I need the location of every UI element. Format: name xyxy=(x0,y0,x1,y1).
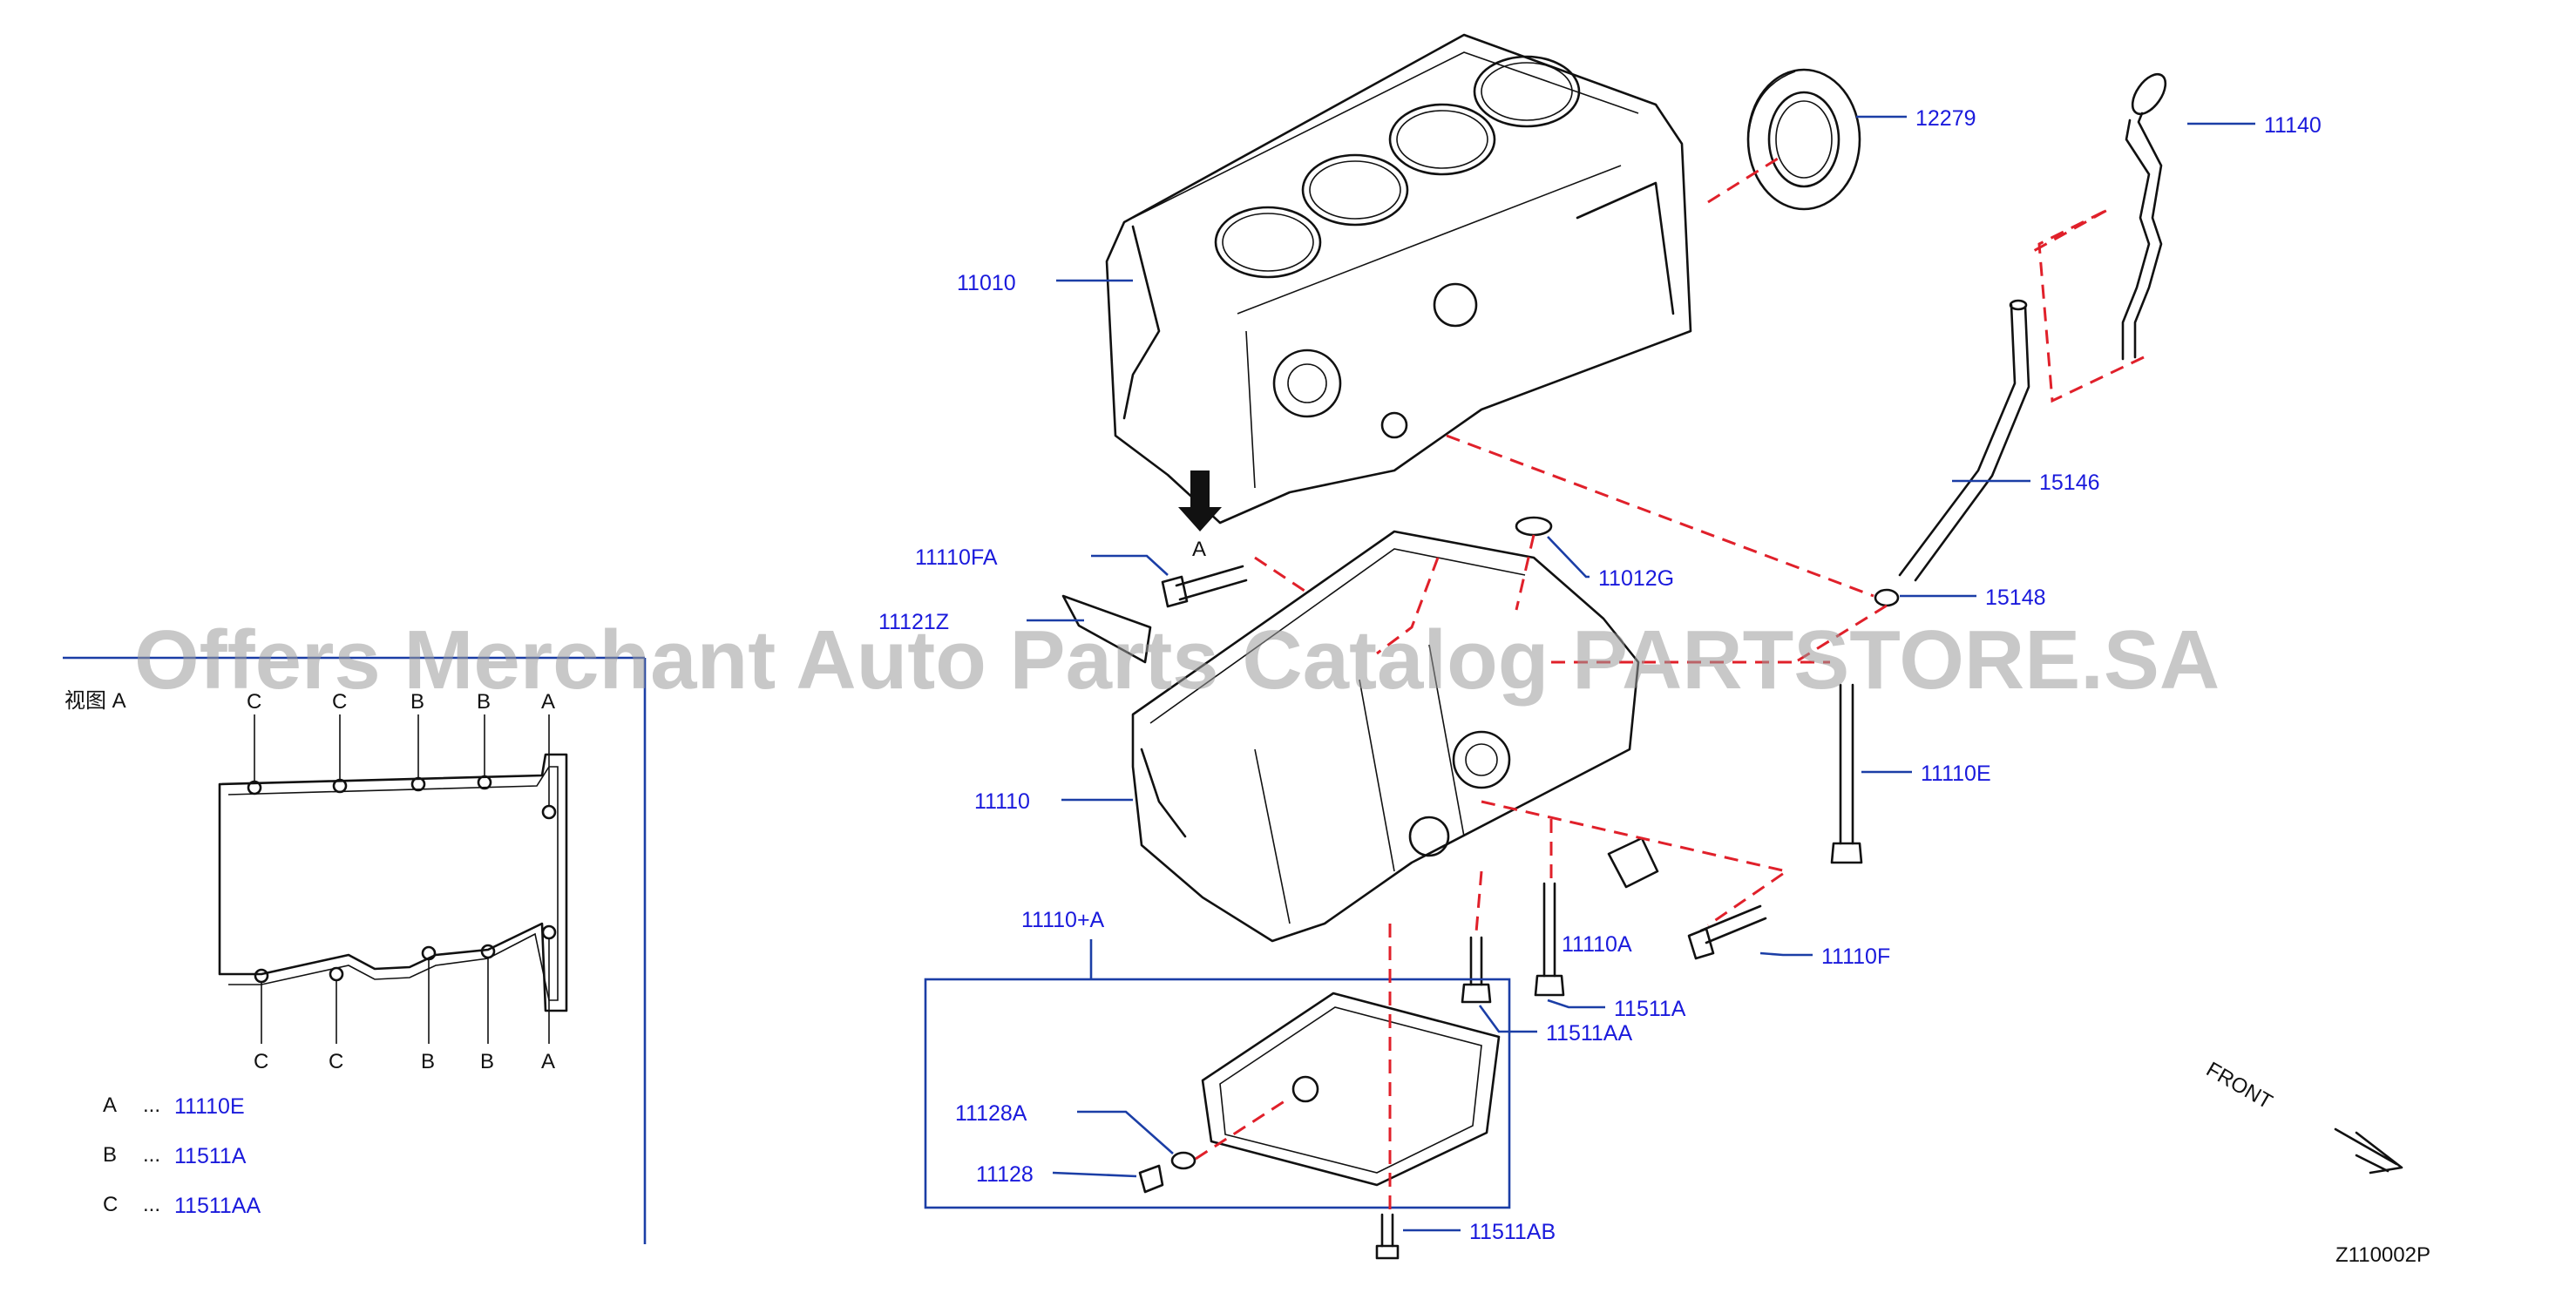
view-a-arrow: A xyxy=(1178,470,1222,561)
bolt-11110f[interactable] xyxy=(1687,904,1767,960)
bolt-11110fa[interactable] xyxy=(1161,565,1248,608)
legend-part[interactable]: 11511A xyxy=(174,1144,247,1168)
oil-pan[interactable] xyxy=(1201,992,1501,1187)
cylinder-bore-2 xyxy=(1301,153,1409,227)
callout-11110fa[interactable]: 11110FA xyxy=(915,545,998,570)
legend-separator: ... xyxy=(143,1193,160,1216)
bolt-11110e[interactable] xyxy=(1830,683,1863,864)
view-a-top-marker: B xyxy=(410,690,424,714)
view-a-gasket-inner xyxy=(227,766,559,1001)
view-a-marker-leaders xyxy=(254,714,550,1044)
lower-cylinder-block[interactable] xyxy=(1131,530,1640,943)
rear-oil-seal[interactable] xyxy=(1746,68,1861,211)
view-a-arrow-label: A xyxy=(1192,538,1206,561)
view-a-legend: A ... 11110E B ... 11511A C ... 11511AA xyxy=(103,1093,261,1218)
view-a-title: 视图 A xyxy=(64,689,126,713)
callout-11010[interactable]: 11010 xyxy=(957,271,1016,295)
callout-15148[interactable]: 15148 xyxy=(1985,586,2046,610)
oil-pan-kit-box xyxy=(924,978,1511,1209)
oil-level-gauge[interactable] xyxy=(2121,69,2172,361)
sealant-tube[interactable] xyxy=(1061,594,1152,664)
legend-key: B xyxy=(103,1143,117,1167)
bolt-11110a[interactable] xyxy=(1534,882,1565,997)
callout-11511aa[interactable]: 11511AA xyxy=(1546,1021,1632,1046)
legend-key: A xyxy=(103,1093,117,1117)
view-a-top-marker: C xyxy=(332,690,347,714)
view-a-top-marker: C xyxy=(247,690,261,714)
callout-11110f[interactable]: 11110F xyxy=(1821,944,1890,969)
bolt-11511aa[interactable] xyxy=(1461,936,1492,1004)
front-arrow-icon xyxy=(2334,1127,2403,1175)
callout-11511ab[interactable]: 11511AB xyxy=(1469,1220,1556,1244)
view-a-top-marker: B xyxy=(477,690,491,714)
drain-washer[interactable] xyxy=(1170,1151,1196,1170)
view-a-bottom-marker: C xyxy=(329,1050,343,1073)
callout-labels: 11010 12279 11140 15146 15148 11110FA 11… xyxy=(878,106,2322,1244)
leader-lines xyxy=(1027,115,2255,1232)
view-a-bottom-marker: B xyxy=(480,1050,494,1073)
o-ring-11012g[interactable] xyxy=(1515,516,1553,537)
cylinder-block[interactable] xyxy=(1105,33,1692,525)
legend-part[interactable]: 11110E xyxy=(174,1094,245,1119)
callout-11128a[interactable]: 11128A xyxy=(955,1101,1027,1126)
view-a-gasket-outline xyxy=(218,753,568,1012)
callout-12279[interactable]: 12279 xyxy=(1915,106,1976,131)
callout-15146[interactable]: 15146 xyxy=(2039,470,2100,495)
legend-separator: ... xyxy=(143,1143,160,1167)
view-a-bottom-marker: B xyxy=(421,1050,435,1073)
bolt-11511ab[interactable] xyxy=(1375,1213,1400,1260)
front-indicator: FRONT xyxy=(2202,1058,2403,1175)
o-ring-15148[interactable] xyxy=(1874,588,1900,607)
callout-11110e[interactable]: 11110E xyxy=(1921,762,1991,786)
cylinder-bore-1 xyxy=(1214,206,1322,279)
callout-11110-plus-a[interactable]: 11110+A xyxy=(1021,908,1105,932)
view-a-panel: 视图 A C C B xyxy=(63,656,647,1244)
cylinder-bore-3 xyxy=(1388,103,1496,176)
callout-11110a[interactable]: 11110A xyxy=(1562,932,1632,957)
diagram-id: Z110002P xyxy=(2335,1243,2430,1267)
oil-gauge-guide-tube[interactable] xyxy=(1898,299,2030,582)
front-label: FRONT xyxy=(2202,1058,2276,1114)
callout-11511a[interactable]: 11511A xyxy=(1614,997,1686,1021)
view-a-bolt-holes xyxy=(247,775,557,984)
legend-key: C xyxy=(103,1193,118,1216)
legend-part[interactable]: 11511AA xyxy=(174,1194,261,1218)
cylinder-bore-4 xyxy=(1473,55,1581,128)
drain-plug[interactable] xyxy=(1138,1164,1164,1194)
view-a-bottom-marker: A xyxy=(541,1050,555,1073)
callout-11140[interactable]: 11140 xyxy=(2264,113,2322,138)
callout-11121z[interactable]: 11121Z xyxy=(878,610,949,634)
view-a-bottom-marker: C xyxy=(254,1050,268,1073)
watermark: Offers Merchant Auto Parts Catalog PARTS… xyxy=(134,613,2220,707)
callout-11012g[interactable]: 11012G xyxy=(1598,566,1674,591)
plug[interactable] xyxy=(1607,836,1659,889)
legend-separator: ... xyxy=(143,1093,160,1117)
view-a-top-marker: A xyxy=(541,690,555,714)
callout-11128[interactable]: 11128 xyxy=(976,1162,1034,1187)
callout-11110[interactable]: 11110 xyxy=(974,789,1030,814)
assembly-lines xyxy=(1195,157,2145,1215)
